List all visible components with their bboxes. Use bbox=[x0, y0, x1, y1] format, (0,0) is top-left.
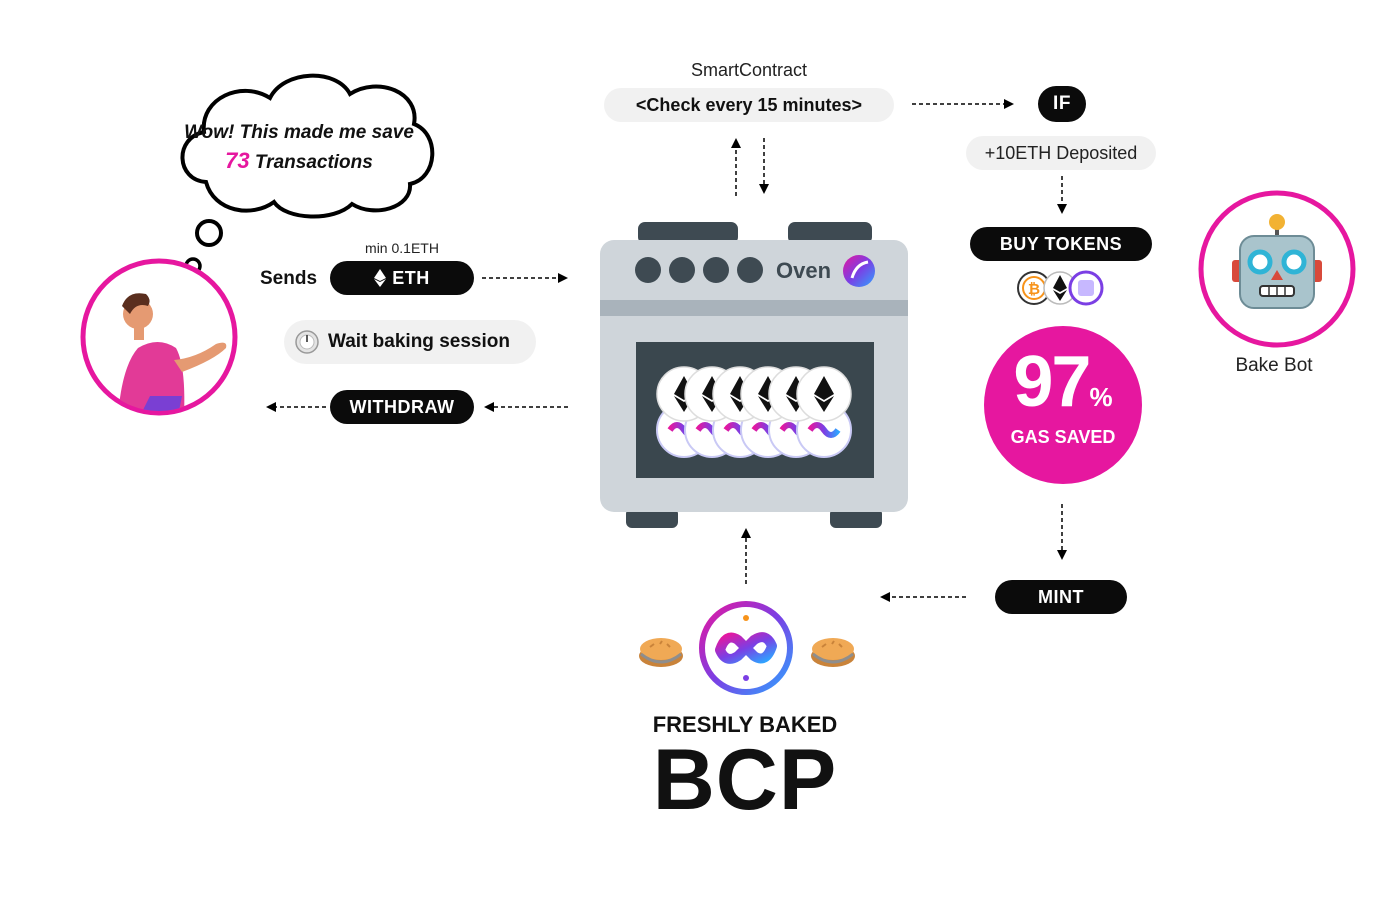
check-interval-pill: <Check every 15 minutes> bbox=[604, 88, 894, 122]
gas-value: 97 bbox=[1013, 342, 1091, 422]
buy-tokens-label: BUY TOKENS bbox=[999, 233, 1123, 254]
token-icons: ₿ bbox=[1017, 270, 1104, 306]
eth-coins-row bbox=[656, 366, 852, 422]
mint-button[interactable]: MINT bbox=[995, 580, 1127, 614]
person-icon bbox=[80, 258, 238, 416]
withdraw-button[interactable]: WITHDRAW bbox=[330, 390, 474, 424]
sends-label: Sends bbox=[260, 268, 318, 289]
min-amount-label: min 0.1ETH bbox=[365, 240, 439, 256]
gas-unit: % bbox=[1089, 382, 1113, 412]
eth-button[interactable]: ETH bbox=[330, 261, 474, 295]
svg-text:₿: ₿ bbox=[1028, 280, 1040, 298]
if-badge: IF bbox=[1038, 86, 1086, 122]
bcp-logo-icon bbox=[699, 601, 793, 695]
gas-saved-label: GAS SAVED bbox=[1010, 427, 1116, 447]
thought-line1: Wow! This made me save bbox=[184, 122, 414, 143]
ethereum-icon bbox=[374, 269, 387, 287]
oven-coin-stacks bbox=[656, 366, 852, 458]
ethereum-coin-icon bbox=[1043, 271, 1077, 305]
bitcoin-icon: ₿ bbox=[1017, 271, 1051, 305]
gas-saved-badge bbox=[984, 326, 1142, 484]
deposit-condition-pill: +10ETH Deposited bbox=[966, 136, 1156, 170]
robot-icon bbox=[1198, 190, 1356, 348]
defi-token-icon bbox=[1068, 270, 1104, 306]
bcp-title: BCP bbox=[652, 732, 838, 828]
timer-icon bbox=[295, 330, 319, 354]
pie-icon-right bbox=[811, 638, 855, 667]
transaction-count: 73 bbox=[225, 148, 250, 173]
gas-saved-value: 97% bbox=[1000, 342, 1126, 437]
oven-label: Oven bbox=[776, 258, 832, 283]
freshly-baked-label: FRESHLY BAKED bbox=[652, 712, 838, 737]
pie-icon bbox=[639, 638, 683, 667]
buy-tokens-button[interactable]: BUY TOKENS bbox=[970, 227, 1152, 261]
thought-line2: 73 Transactions bbox=[176, 148, 422, 174]
wait-baking-label: Wait baking session bbox=[328, 331, 510, 352]
thought-line2-text: Transactions bbox=[254, 152, 373, 173]
wait-baking-pill: Wait baking session bbox=[284, 320, 536, 364]
withdraw-label: WITHDRAW bbox=[349, 396, 455, 417]
smart-contract-label: SmartContract bbox=[690, 60, 808, 80]
bake-bot-label: Bake Bot bbox=[1235, 355, 1313, 376]
eth-label: ETH bbox=[392, 267, 430, 288]
mint-label: MINT bbox=[1038, 586, 1084, 607]
oven-logo-icon bbox=[843, 255, 875, 287]
